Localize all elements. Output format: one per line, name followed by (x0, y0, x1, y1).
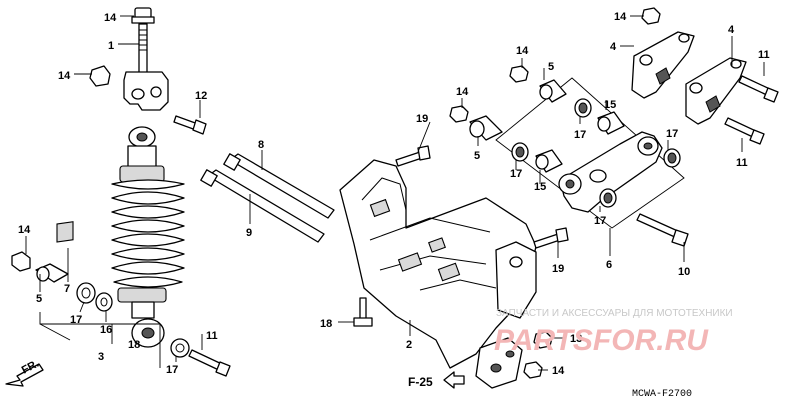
bolt-11-lower (188, 349, 231, 377)
shock-link (558, 131, 663, 213)
callout-5: 5 (474, 150, 480, 162)
nut-14-upper-middle (509, 65, 529, 83)
seal-17-top (574, 98, 592, 118)
collar-15-lower (535, 149, 563, 173)
seal-17-bottom (599, 188, 617, 208)
callout-15: 15 (534, 181, 546, 193)
watermark-tagline: ЗАПЧАСТИ И АКСЕССУАРЫ ДЛЯ МОТОТЕХНИКИ (496, 308, 733, 319)
group-bracket-3 (39, 312, 161, 368)
front-label: FR. (20, 358, 41, 377)
shock-body (111, 126, 185, 348)
nut-13 (533, 331, 553, 349)
frame-cross-member (339, 159, 537, 369)
long-bolt-8 (223, 153, 335, 219)
callout-2: 2 (406, 339, 412, 351)
callout-18: 18 (128, 339, 140, 351)
seal-17-left (511, 142, 529, 162)
callout-17: 17 (70, 314, 82, 326)
diagram-code: MCWA-F2700 (632, 389, 692, 400)
callout-12: 12 (195, 90, 207, 102)
top-nut (131, 7, 155, 24)
bushing-17-right (170, 338, 190, 358)
collar-5-upper (539, 79, 567, 103)
bolt-11-upper-right (738, 75, 779, 103)
leader-lines (25, 15, 765, 371)
callout-17: 17 (510, 168, 522, 180)
bolt-18 (353, 297, 373, 327)
nut-14-lower-left (11, 251, 31, 272)
collar-5-middle (469, 115, 503, 141)
bolt-10 (636, 213, 689, 247)
tie-rod-plate-left (631, 31, 695, 99)
bushing-17-left (76, 282, 96, 304)
callout-17: 17 (166, 364, 178, 376)
long-bolt-9 (200, 169, 325, 243)
watermark: ЗАПЧАСТИ И АКСЕССУАРЫ ДЛЯ МОТОТЕХНИКИ PA… (494, 308, 733, 357)
nut-14-lower-bracket (523, 361, 543, 379)
callout-14: 14 (58, 70, 71, 82)
tie-rod-plate-right (685, 57, 747, 125)
callout-19: 19 (552, 263, 564, 275)
callout-9: 9 (246, 227, 252, 239)
bolt-12 (173, 115, 207, 135)
callout-1: 1 (108, 40, 114, 52)
watermark-logo: PARTSFOR.RU (494, 324, 709, 357)
callout-14: 14 (516, 45, 529, 57)
reference-label: F-25 (408, 375, 433, 389)
callout-19: 19 (416, 113, 428, 125)
callout-16: 16 (100, 324, 112, 336)
bolt-11-middle-right (724, 117, 765, 145)
bolt-19-upper (395, 145, 431, 167)
callout-15: 15 (604, 99, 616, 111)
front-direction-arrow: FR. (5, 358, 44, 387)
callout-3: 3 (98, 351, 104, 363)
callout-11: 11 (736, 157, 748, 169)
callout-7: 7 (64, 283, 70, 295)
reference-f25: F-25 (408, 371, 465, 389)
callout-8: 8 (258, 139, 264, 151)
callout-6: 6 (606, 259, 612, 271)
reference-arrow (443, 371, 465, 389)
callout-4: 4 (610, 41, 617, 53)
callout-14: 14 (18, 224, 31, 236)
nut-14-left-upper (89, 65, 111, 87)
callout-5: 5 (36, 293, 42, 305)
callout-11: 11 (758, 49, 770, 61)
callout-14: 14 (456, 86, 469, 98)
upper-mount (123, 71, 169, 111)
callout-numbers: 14 1 14 12 8 9 14 5 7 17 16 3 17 11 18 2… (18, 11, 770, 377)
shock-rod (138, 23, 148, 75)
callout-4: 4 (728, 24, 735, 36)
callout-14: 14 (552, 365, 565, 377)
collar-15-upper (597, 111, 625, 135)
callout-17: 17 (666, 128, 678, 140)
callout-5: 5 (548, 61, 554, 73)
callout-13: 13 (570, 333, 582, 345)
callout-11: 11 (206, 330, 218, 342)
callout-17: 17 (594, 215, 606, 227)
seal-17-right (663, 148, 681, 168)
callout-14: 14 (104, 12, 117, 24)
nut-14-top-right (641, 7, 661, 25)
callout-10: 10 (678, 266, 690, 278)
lower-bracket (475, 337, 523, 389)
callout-14: 14 (614, 11, 627, 23)
callout-17: 17 (574, 129, 586, 141)
bolt-19-lower (533, 227, 569, 249)
nut-14-middle (449, 105, 469, 123)
callout-18: 18 (320, 318, 332, 330)
collar-5-left (35, 263, 69, 283)
caution-label-7 (56, 221, 74, 243)
shock-absorber (111, 7, 185, 348)
collar-16 (95, 292, 113, 312)
